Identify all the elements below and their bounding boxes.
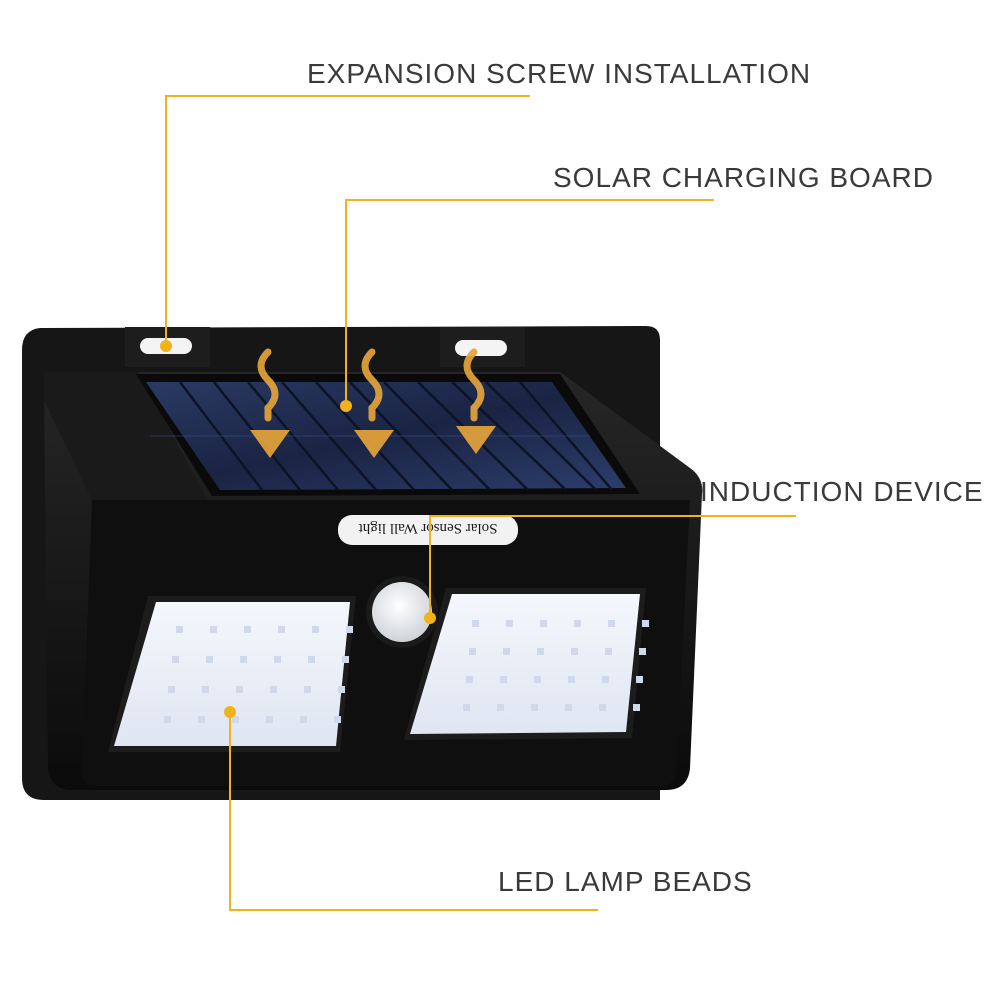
led-bead [466, 676, 473, 683]
product-badge-plate [338, 515, 518, 545]
led-bead [342, 656, 349, 663]
led-bead [633, 704, 640, 711]
callout-line-induction [429, 515, 796, 618]
led-bead [571, 648, 578, 655]
led-bead [172, 656, 179, 663]
led-bead [469, 648, 476, 655]
led-bead [300, 716, 307, 723]
callout-line-expansion-screw [165, 95, 530, 346]
led-bead [642, 620, 649, 627]
label-solar-charging-board: SOLAR CHARGING BOARD [553, 162, 934, 193]
led-bead [602, 676, 609, 683]
led-bead [500, 676, 507, 683]
led-bead [608, 620, 615, 627]
led-bead [605, 648, 612, 655]
led-bead [540, 620, 547, 627]
led-bead [278, 626, 285, 633]
led-bead [537, 648, 544, 655]
led-bead [565, 704, 572, 711]
led-beads-right [463, 620, 649, 711]
led-bead [308, 656, 315, 663]
led-bead [270, 686, 277, 693]
label-led-lamp-beads: LED LAMP BEADS [498, 866, 753, 897]
screw-slot-right-icon [455, 340, 507, 356]
led-panel-right [410, 594, 640, 734]
callout-dots [160, 340, 436, 718]
led-bead [244, 626, 251, 633]
led-bead [574, 620, 581, 627]
led-bead [346, 626, 353, 633]
led-bead [266, 716, 273, 723]
led-bead [503, 648, 510, 655]
led-bead [312, 626, 319, 633]
led-bead [334, 716, 341, 723]
product-badge-text: Solar Sensor Wall light [358, 520, 498, 536]
led-bead [639, 648, 646, 655]
led-bead [534, 676, 541, 683]
led-bead [232, 716, 239, 723]
led-bead [236, 686, 243, 693]
led-bead [531, 704, 538, 711]
callout-line-led-beads [229, 712, 598, 911]
led-bead [506, 620, 513, 627]
led-bead [164, 716, 171, 723]
led-bead [202, 686, 209, 693]
led-bead [599, 704, 606, 711]
led-bead [636, 676, 643, 683]
led-bead [198, 716, 205, 723]
led-bead [304, 686, 311, 693]
led-bead [176, 626, 183, 633]
led-bead [240, 656, 247, 663]
led-bead [338, 686, 345, 693]
led-bead [274, 656, 281, 663]
led-bead [210, 626, 217, 633]
led-bead [206, 656, 213, 663]
label-expansion-screw: EXPANSION SCREW INSTALLATION [307, 58, 812, 89]
callout-lines [165, 95, 796, 911]
sunlight-arrow-icon [250, 348, 496, 458]
led-bead [463, 704, 470, 711]
led-bead [497, 704, 504, 711]
led-bead [472, 620, 479, 627]
label-induction-device: INDUCTION DEVICE [700, 476, 984, 507]
led-panel-left [114, 602, 350, 746]
housing-side-face [44, 372, 208, 500]
pir-sensor-icon [372, 582, 432, 642]
callout-line-solar-board [345, 199, 714, 406]
led-beads-left [164, 626, 353, 723]
led-bead [568, 676, 575, 683]
led-bead [168, 686, 175, 693]
